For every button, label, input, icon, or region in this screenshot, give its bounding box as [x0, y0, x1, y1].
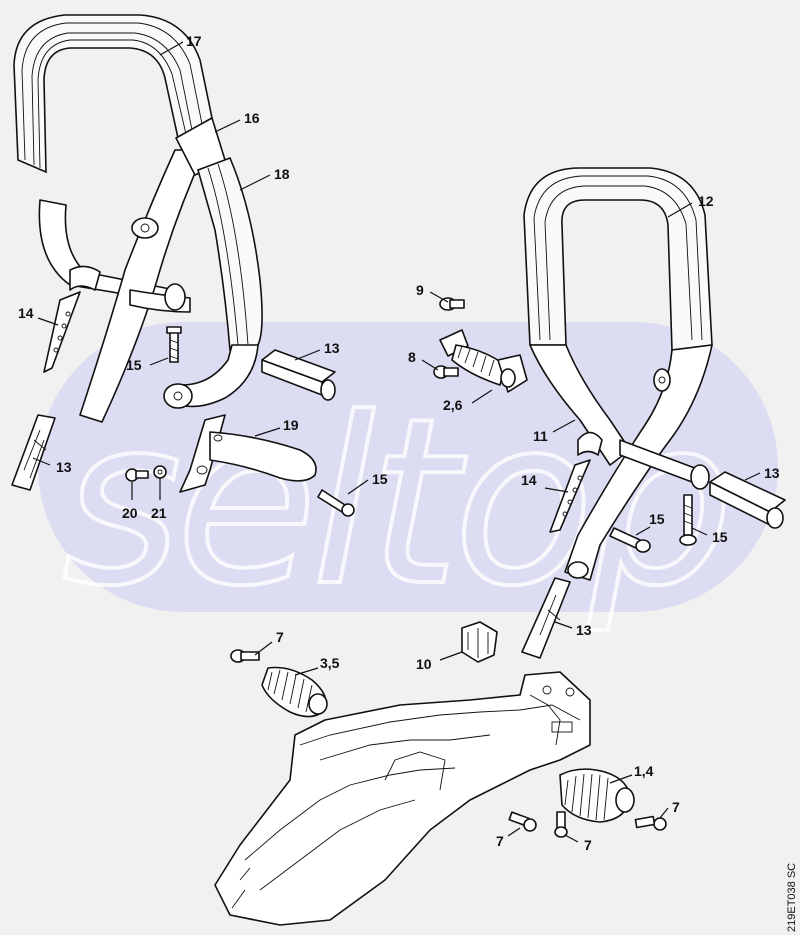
- screw-part-15-center: [317, 489, 355, 517]
- screw-part-7-a: [230, 649, 260, 663]
- callout-13-left: 13: [56, 459, 72, 475]
- callout-labels: 17 16 18 12 14 15 13 9 8 2,6 19 13 15 20…: [18, 33, 780, 853]
- callout-7-a: 7: [276, 629, 284, 645]
- callout-18: 18: [274, 166, 290, 182]
- callout-19: 19: [283, 417, 299, 433]
- screw-part-9: [439, 297, 465, 311]
- callout-15-right-b: 15: [712, 529, 728, 545]
- callout-20: 20: [122, 505, 138, 521]
- clamp-part-13-left: [11, 414, 56, 491]
- callout-7-d: 7: [672, 799, 680, 815]
- watermark-text: seltop: [62, 370, 728, 637]
- callout-12: 12: [698, 193, 714, 209]
- callout-13-right: 13: [764, 465, 780, 481]
- screw-part-7-d: [634, 815, 667, 831]
- buffer-part-3-5: [261, 666, 328, 718]
- spacer-part-14-left: [43, 291, 81, 373]
- buffer-part-1-4: [559, 768, 635, 823]
- clamp-part-13-bottom: [521, 577, 571, 659]
- callout-21: 21: [151, 505, 167, 521]
- callout-7-c: 7: [584, 837, 592, 853]
- callout-15-right-a: 15: [649, 511, 665, 527]
- callout-11: 11: [533, 428, 548, 444]
- buffer-part-2-6: [439, 329, 528, 393]
- leader-lines: [32, 41, 761, 843]
- damper-part-10: [461, 621, 498, 663]
- screw-part-7-b: [508, 811, 537, 832]
- clamp-part-13-right: [709, 471, 786, 529]
- callout-15-left: 15: [126, 357, 142, 373]
- clamp-part-13-center: [261, 349, 336, 401]
- callout-7-b: 7: [496, 833, 504, 849]
- callout-8: 8: [408, 349, 416, 365]
- right-handlebar: [523, 167, 713, 581]
- spacer-part-14-right: [549, 459, 591, 533]
- callout-15-center: 15: [372, 471, 388, 487]
- bracket-part-19: [179, 414, 317, 493]
- washer-part-21: [153, 465, 167, 479]
- engine-housing: [214, 671, 591, 926]
- screw-part-7-c: [554, 811, 568, 838]
- screw-part-15-right-b: [679, 494, 697, 546]
- callout-13-bottom: 13: [576, 622, 592, 638]
- callout-3-5: 3,5: [320, 655, 340, 671]
- callout-9: 9: [416, 282, 424, 298]
- callout-14-right: 14: [521, 472, 537, 488]
- callout-14-left: 14: [18, 305, 34, 321]
- callout-16: 16: [244, 110, 260, 126]
- callout-1-4: 1,4: [634, 763, 654, 779]
- callout-10: 10: [416, 656, 432, 672]
- drawing-code: 219ET038 SC: [786, 863, 798, 932]
- screw-part-15-right-a: [609, 527, 651, 553]
- screw-part-8: [433, 365, 459, 379]
- screw-part-15-left: [166, 326, 182, 363]
- callout-2-6: 2,6: [443, 397, 463, 413]
- callout-13-center: 13: [324, 340, 340, 356]
- nut-part-20: [125, 468, 149, 482]
- callout-17: 17: [186, 33, 202, 49]
